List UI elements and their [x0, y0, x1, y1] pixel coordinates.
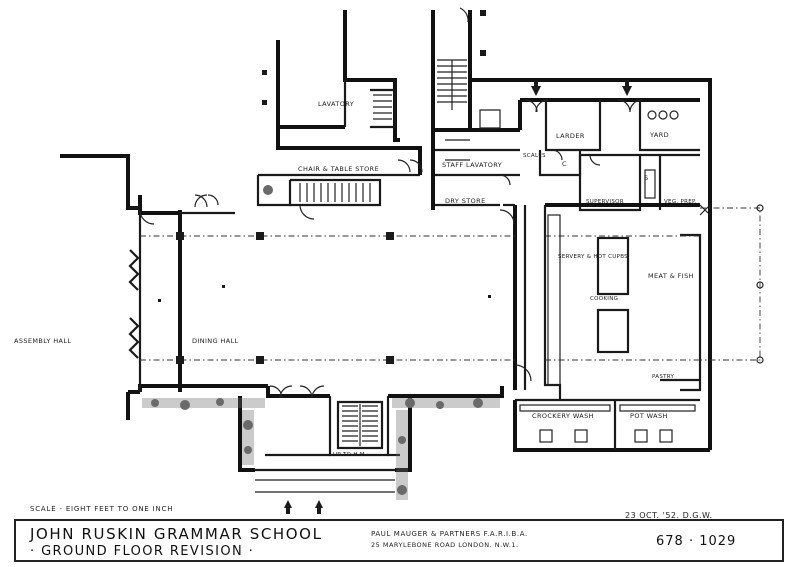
room-label-c: C — [562, 160, 567, 168]
room-label-up-to-hm: UP TO H.M. — [333, 452, 367, 458]
room-label-s: S — [644, 174, 649, 182]
title-block: JOHN RUSKIN GRAMMAR SCHOOL · GROUND FLOO… — [14, 519, 784, 562]
room-label-assembly-hall: ASSEMBLY HALL — [14, 337, 71, 345]
staircases — [299, 59, 467, 450]
room-label-larder: LARDER — [556, 132, 585, 140]
room-label-servery: SERVERY & HOT CUPBS — [558, 254, 628, 260]
entry-arrows — [284, 80, 632, 514]
room-label-scales: SCALES — [523, 153, 546, 159]
room-label-pot-wash: POT WASH — [630, 412, 668, 420]
drawing-number: 678 · 1029 — [656, 534, 737, 549]
room-label-yard: YARD — [649, 131, 669, 139]
room-label-cooking: COOKING — [590, 296, 618, 302]
folding-partition — [128, 249, 140, 359]
architect-name: PAUL MAUGER & PARTNERS F.A.R.I.B.A. — [371, 530, 528, 538]
date-note: 23 OCT. '52. D.G.W. — [625, 511, 713, 520]
room-label-pastry: PASTRY — [652, 374, 675, 380]
room-label-staff-lavatory: STAFF LAVATORY — [442, 161, 502, 169]
grid-markers — [756, 204, 764, 364]
planters — [142, 185, 500, 500]
kitchen-fixtures — [445, 109, 711, 443]
doors — [128, 7, 643, 399]
room-label-dining-hall: DINING HALL — [192, 337, 239, 345]
columns — [158, 10, 491, 364]
room-label-lavatory: LAVATORY — [318, 100, 354, 108]
room-label-crockery-wash: CROCKERY WASH — [532, 412, 594, 420]
room-label-dry-store: DRY STORE — [445, 197, 486, 205]
structural-grid — [140, 207, 761, 361]
school-title: JOHN RUSKIN GRAMMAR SCHOOL — [30, 525, 323, 543]
room-label-chair-table-store: CHAIR & TABLE STORE — [298, 165, 379, 173]
walls — [60, 10, 712, 493]
drawing-subtitle: · GROUND FLOOR REVISION · — [30, 544, 255, 559]
room-labels: LAVATORY CHAIR & TABLE STORE STAFF LAVAT… — [14, 100, 697, 458]
architect-address: 25 MARYLEBONE ROAD LONDON. N.W.1. — [371, 541, 519, 549]
room-label-supervisor: SUPERVISOR — [586, 199, 624, 205]
scale-note: SCALE - EIGHT FEET TO ONE INCH — [30, 505, 174, 513]
room-label-meat-fish: MEAT & FISH — [648, 272, 694, 280]
room-label-veg-prep: VEG. PREP. — [664, 199, 697, 205]
